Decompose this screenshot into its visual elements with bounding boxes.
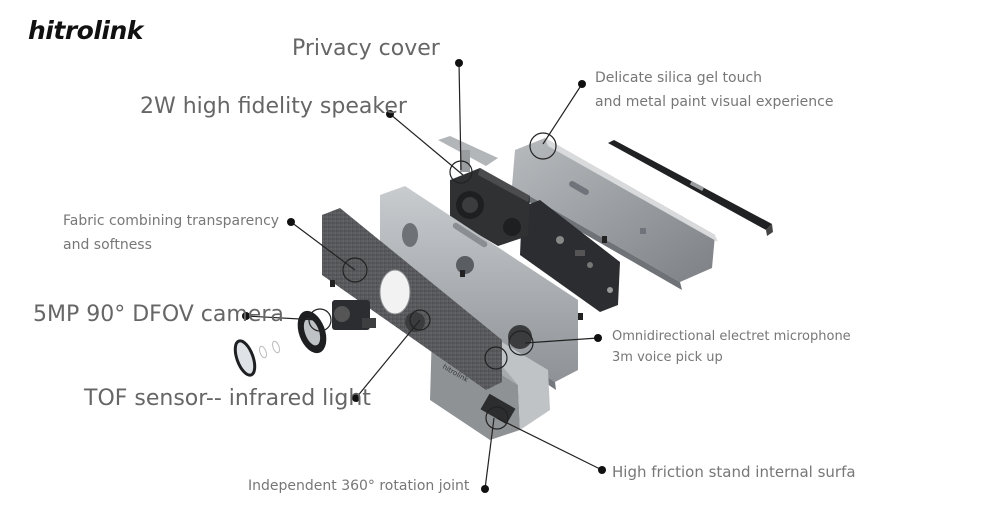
label-friction: High friction stand internal surfa: [612, 463, 856, 481]
lens-ring: [297, 310, 327, 354]
label-tof-sensor: TOF sensor-- infrared light: [84, 386, 371, 411]
label-mic-line2: 3m voice pick up: [612, 350, 723, 365]
label-microphone: Omnidirectional electret microphone 3m v…: [612, 326, 851, 368]
label-speaker: 2W high fidelity speaker: [140, 94, 407, 119]
screws: [330, 236, 607, 320]
label-fabric-line1: Fabric combining transparency: [63, 213, 280, 229]
label-fabric-line2: and softness: [63, 237, 152, 253]
camera-module: [332, 300, 376, 330]
leader-dots: [242, 59, 606, 493]
dark-strip: [608, 140, 773, 236]
callout-circles: [308, 132, 557, 430]
circuit-board: [520, 200, 620, 312]
leader-lines: [245, 62, 603, 490]
label-fabric: Fabric combining transparency and softne…: [63, 209, 279, 257]
speaker-module: [450, 168, 530, 246]
fabric-cover: [322, 208, 502, 390]
privacy-cover-part: [438, 136, 498, 172]
label-silica-line2: and metal paint visual experience: [595, 94, 834, 110]
label-silica: Delicate silica gel touch and metal pain…: [595, 66, 833, 114]
lens-glass: [233, 339, 280, 377]
label-privacy-cover: Privacy cover: [292, 36, 440, 61]
brand-logo: hitrolink: [28, 16, 143, 45]
label-camera: 5MP 90° DFOV camera: [33, 302, 284, 327]
label-silica-line1: Delicate silica gel touch: [595, 70, 763, 86]
label-rotation-joint: Independent 360° rotation joint: [248, 478, 470, 494]
label-mic-line1: Omnidirectional electret microphone: [612, 329, 851, 344]
